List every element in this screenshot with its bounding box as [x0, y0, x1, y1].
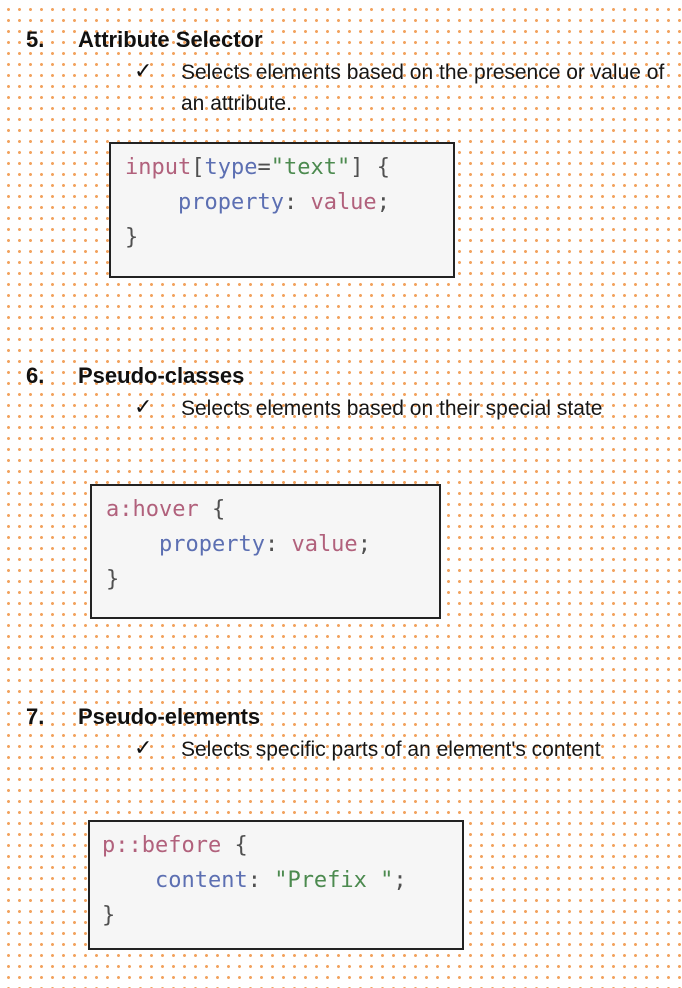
code-semicolon: ; — [376, 190, 390, 215]
code-open-brace: { — [198, 497, 226, 522]
section-number: 5. — [26, 27, 45, 52]
section-description: Selects elements based on the presence o… — [181, 61, 665, 115]
code-selector: p::before — [102, 833, 222, 858]
code-attribute-value: "text" — [270, 155, 351, 180]
code-attribute-name: type — [204, 155, 258, 180]
code-close-brace: } — [102, 903, 116, 928]
code-text: input[type="text"] { property: value; } — [125, 150, 390, 255]
code-semicolon: ; — [393, 868, 407, 893]
code-selector: a:hover — [106, 497, 199, 522]
code-property: content — [154, 868, 248, 893]
code-punctuation: [ — [191, 155, 205, 180]
code-close-brace: } — [106, 567, 120, 592]
section-heading: 5. Attribute Selector — [26, 27, 263, 53]
section-number: 6. — [26, 363, 45, 388]
code-punctuation: ] — [350, 155, 364, 180]
code-text: a:hover { property: value; } — [106, 492, 371, 597]
code-line-1: a:hover { — [106, 497, 225, 522]
code-text: p::before { content: "Prefix "; } — [102, 828, 407, 933]
code-line-2: property: value; — [125, 190, 390, 215]
code-open-brace: { — [363, 155, 390, 180]
code-block: a:hover { property: value; } — [90, 484, 441, 619]
code-selector: input — [125, 155, 192, 180]
section-description: Selects specific parts of an element's c… — [181, 738, 601, 761]
code-line-2: content: "Prefix "; — [102, 868, 407, 893]
code-close-brace: } — [125, 225, 139, 250]
code-block: input[type="text"] { property: value; } — [109, 142, 455, 278]
code-punctuation: = — [257, 155, 271, 180]
section-title: Attribute Selector — [78, 27, 263, 52]
code-colon: : — [283, 190, 298, 215]
code-line-1: input[type="text"] { — [125, 155, 390, 180]
code-value: value — [297, 190, 377, 215]
code-property: property — [158, 532, 265, 557]
code-value: value — [278, 532, 358, 557]
code-colon: : — [264, 532, 279, 557]
section-heading: 7. Pseudo-elements — [26, 704, 260, 730]
code-block: p::before { content: "Prefix "; } — [88, 820, 464, 950]
code-open-brace: { — [221, 833, 248, 858]
code-line-1: p::before { — [102, 833, 248, 858]
code-colon: : — [247, 868, 261, 893]
section-description: Selects elements based on their special … — [181, 397, 603, 420]
section-title: Pseudo-classes — [78, 363, 245, 388]
checkmark-icon: ✓ — [134, 736, 153, 761]
code-line-2: property: value; — [106, 532, 371, 557]
code-property: property — [177, 190, 284, 215]
section-heading: 6. Pseudo-classes — [26, 363, 244, 389]
checkmark-icon: ✓ — [134, 395, 153, 420]
code-value: "Prefix " — [260, 868, 394, 893]
section-title: Pseudo-elements — [78, 704, 261, 729]
section-number: 7. — [26, 704, 45, 729]
code-semicolon: ; — [357, 532, 371, 557]
checkmark-icon: ✓ — [134, 59, 153, 84]
